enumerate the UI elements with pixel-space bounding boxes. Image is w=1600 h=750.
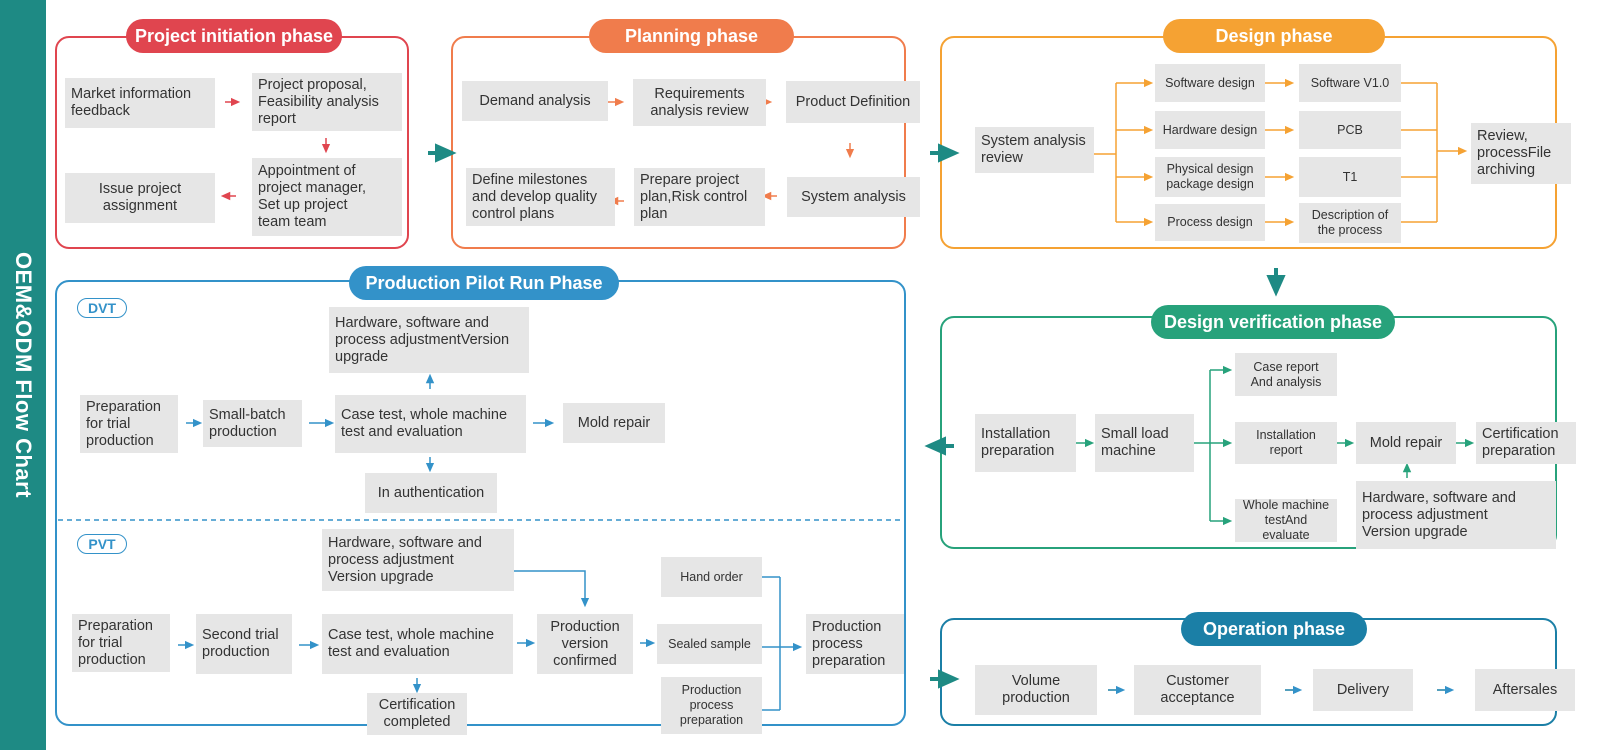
hardware-design-box: Hardware design — [1155, 111, 1265, 149]
case-report-box: Case report And analysis — [1235, 353, 1337, 396]
software-version-box: Software V1.0 — [1299, 64, 1401, 102]
t1-box: T1 — [1299, 157, 1401, 197]
installation-report-box: Installation report — [1235, 422, 1337, 464]
pvt-adjustment-box: Hardware, software and process adjustmen… — [322, 529, 514, 591]
whole-machine-box: Whole machine testAnd evaluate — [1235, 498, 1337, 542]
second-trial-box: Second trial production — [196, 614, 292, 674]
verification-adjustment-box: Hardware, software and process adjustmen… — [1356, 481, 1556, 549]
system-analysis-box: System analysis — [787, 177, 920, 217]
production-process-box: Production process preparation — [806, 614, 904, 674]
delivery-box: Delivery — [1313, 669, 1413, 711]
sealed-sample-box: Sealed sample — [657, 624, 762, 664]
issue-assignment-box: Issue project assignment — [65, 173, 215, 223]
small-load-machine-box: Small load machine — [1095, 414, 1194, 472]
initiation-title: Project initiation phase — [126, 19, 342, 53]
verification-mold-repair-box: Mold repair — [1356, 422, 1456, 464]
physical-design-box: Physical design package design — [1155, 157, 1265, 197]
verification-title: Design verification phase — [1151, 305, 1395, 339]
verification-connectors — [1076, 365, 1475, 526]
pvt-preparation-box: Preparation for trial production — [72, 614, 170, 672]
prepare-plan-box: Prepare project plan,Risk control plan — [634, 168, 765, 226]
market-feedback-box: Market information feedback — [65, 78, 215, 128]
customer-acceptance-box: Customer acceptance — [1134, 665, 1261, 715]
software-design-box: Software design — [1155, 64, 1265, 102]
dvt-tag: DVT — [77, 298, 127, 318]
dvt-adjustment-box: Hardware, software and process adjustmen… — [329, 307, 529, 373]
planning-title: Planning phase — [589, 19, 794, 53]
process-description-box: Description of the process — [1299, 203, 1401, 243]
process-design-box: Process design — [1155, 204, 1265, 241]
in-authentication-box: In authentication — [365, 473, 497, 513]
pvt-tag: PVT — [77, 534, 127, 554]
operation-title: Operation phase — [1181, 612, 1367, 646]
requirements-review-box: Requirements analysis review — [633, 79, 766, 126]
pilot-connectors — [58, 373, 904, 711]
volume-production-box: Volume production — [975, 665, 1097, 715]
pcb-box: PCB — [1299, 111, 1401, 149]
small-batch-box: Small-batch production — [203, 400, 302, 447]
demand-analysis-box: Demand analysis — [462, 81, 608, 121]
review-archiving-box: Review, processFile archiving — [1471, 123, 1571, 184]
aftersales-box: Aftersales — [1475, 669, 1575, 711]
design-connectors — [1094, 78, 1468, 227]
appointment-box: Appointment of project manager, Set up p… — [252, 158, 402, 236]
sidebar: OEM&ODM Flow Chart — [0, 0, 46, 750]
dvt-preparation-box: Preparation for trial production — [80, 395, 178, 453]
hand-order-box: Hand order — [661, 557, 762, 597]
dvt-mold-repair-box: Mold repair — [563, 403, 665, 443]
phase-flow-arrows — [428, 143, 1286, 689]
pvt-case-test-box: Case test, whole machine test and evalua… — [322, 614, 513, 674]
certification-completed-box: Certification completed — [367, 693, 467, 735]
installation-preparation-box: Installation preparation — [975, 414, 1076, 472]
dvt-case-test-box: Case test, whole machine test and evalua… — [335, 395, 526, 453]
product-definition-box: Product Definition — [786, 81, 920, 123]
production-process-small-box: Production process preparation — [661, 677, 762, 734]
pilot-title: Production Pilot Run Phase — [349, 266, 619, 300]
version-confirmed-box: Production version confirmed — [537, 614, 633, 674]
system-analysis-review-box: System analysis review — [975, 127, 1094, 173]
design-title: Design phase — [1163, 19, 1385, 53]
certification-preparation-box: Certification preparation — [1476, 422, 1576, 464]
project-proposal-box: Project proposal, Feasibility analysis r… — [252, 73, 402, 131]
milestones-box: Define milestones and develop quality co… — [466, 168, 615, 226]
